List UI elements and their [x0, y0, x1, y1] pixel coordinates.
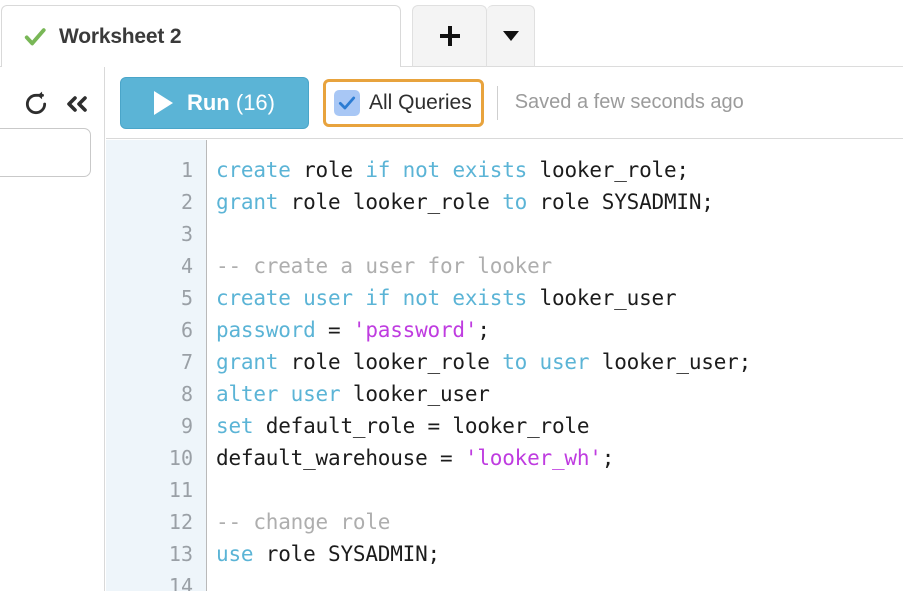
code-token-kw: to: [502, 190, 528, 214]
code-token-pl: looker_role;: [527, 158, 690, 182]
green-check-icon: [24, 27, 46, 45]
line-number: 9: [180, 414, 193, 438]
line-number: 13: [168, 542, 193, 566]
code-token-pl: role looker_role: [278, 350, 503, 374]
code-line[interactable]: password = 'password';: [216, 314, 903, 346]
code-token-pl: =: [315, 318, 353, 342]
code-token-kw: create user if not exists: [216, 286, 528, 310]
line-number: 10: [168, 446, 193, 470]
code-token-kw: to user: [502, 350, 590, 374]
code-token-pl: role: [290, 158, 366, 182]
toolbar-divider: [496, 85, 498, 120]
run-button-text: Run: [186, 89, 230, 115]
saved-status: Saved a few seconds ago: [514, 91, 744, 113]
line-number: 2: [180, 190, 193, 214]
code-line[interactable]: [216, 474, 903, 506]
all-queries-checkbox[interactable]: [334, 89, 360, 116]
code-line[interactable]: create user if not exists looker_user: [216, 282, 903, 314]
all-queries-toggle[interactable]: All Queries: [323, 78, 484, 127]
code-token-kw: if not exists: [365, 158, 528, 182]
caret-down-icon: [502, 31, 519, 41]
code-line[interactable]: set default_role = looker_role: [216, 410, 903, 442]
line-number: 12: [168, 510, 193, 534]
code-line[interactable]: create role if not exists looker_role;: [216, 154, 903, 186]
code-token-pl: role SYSADMIN;: [527, 190, 714, 214]
code-token-pl: default_role = looker_role: [253, 414, 590, 438]
play-triangle-icon: [153, 90, 173, 115]
editor-code-area[interactable]: create role if not exists looker_role;gr…: [207, 140, 903, 591]
new-worksheet-button[interactable]: [412, 5, 487, 67]
line-number: 4: [180, 254, 193, 278]
code-line[interactable]: use role SYSADMIN;: [216, 538, 903, 570]
code-token-pl: looker_user: [340, 382, 490, 406]
editor-toolbar: Run (16) All Queries Saved a few seconds…: [106, 67, 903, 139]
worksheet-menu-button[interactable]: [487, 5, 535, 67]
code-token-kw: password: [216, 318, 316, 342]
code-token-str: 'looker_wh': [464, 446, 602, 470]
code-token-kw: alter user: [216, 382, 341, 406]
tab-label: Worksheet 2: [59, 24, 182, 48]
line-number: 3: [180, 222, 193, 246]
line-number: 14: [168, 574, 193, 591]
run-button-count: (16): [235, 89, 275, 115]
refresh-icon[interactable]: [23, 91, 49, 117]
code-token-com: -- change role: [216, 510, 391, 534]
code-token-kw: set: [216, 414, 254, 438]
rail-icon-group: [0, 84, 105, 124]
code-token-pl: role SYSADMIN;: [253, 542, 440, 566]
code-line[interactable]: -- create a user for looker: [216, 250, 903, 282]
code-token-str: 'password': [352, 318, 478, 342]
search-input[interactable]: [0, 128, 91, 177]
all-queries-label: All Queries: [369, 90, 472, 114]
code-token-com: -- create a user for looker: [216, 254, 552, 278]
tab-worksheet-2[interactable]: Worksheet 2: [1, 5, 401, 67]
code-token-kw: use: [216, 542, 254, 566]
run-button[interactable]: Run (16): [120, 76, 309, 129]
code-token-kw: create: [216, 158, 291, 182]
code-line[interactable]: grant role looker_role to role SYSADMIN;: [216, 186, 903, 218]
plus-icon: [439, 25, 461, 47]
line-number: 6: [180, 318, 193, 342]
code-token-pl: looker_user;: [589, 350, 752, 374]
code-token-pl: ;: [477, 318, 490, 342]
line-number: 11: [168, 478, 193, 502]
line-number: 5: [180, 286, 193, 310]
code-line[interactable]: default_warehouse = 'looker_wh';: [216, 442, 903, 474]
code-line[interactable]: grant role looker_role to user looker_us…: [216, 346, 903, 378]
line-number: 7: [180, 350, 193, 374]
tab-bar: Worksheet 2: [0, 0, 903, 67]
code-token-pl: looker_user: [527, 286, 677, 310]
run-button-label: Run (16): [187, 90, 275, 116]
line-number: 1: [180, 158, 193, 182]
collapse-left-double-chevron-icon[interactable]: [63, 92, 91, 116]
code-token-kw: grant: [216, 350, 279, 374]
code-line[interactable]: -- change role: [216, 506, 903, 538]
code-token-kw: grant: [216, 190, 279, 214]
code-token-pl: default_warehouse =: [216, 446, 465, 470]
checkmark-icon: [338, 96, 356, 109]
left-rail: [0, 67, 105, 591]
code-line[interactable]: [216, 218, 903, 250]
code-line[interactable]: alter user looker_user: [216, 378, 903, 410]
code-token-pl: role looker_role: [278, 190, 503, 214]
code-token-pl: ;: [601, 446, 615, 470]
code-line[interactable]: [216, 570, 903, 591]
line-number: 8: [180, 382, 193, 406]
